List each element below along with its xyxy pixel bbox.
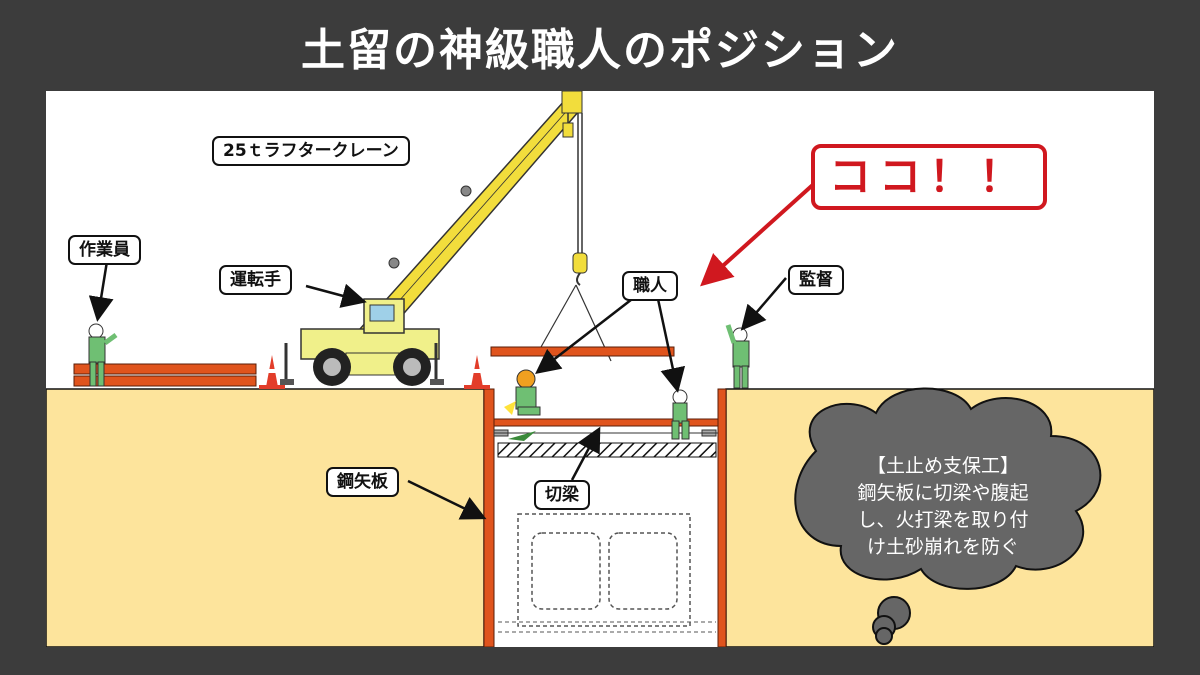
supervisor-figure: [725, 324, 750, 389]
excavation-pit: [494, 389, 718, 647]
suspended-beam: [490, 284, 675, 362]
strut-beam: [493, 418, 719, 441]
callout-here: ココ！！: [811, 144, 1047, 210]
ground-left: [46, 388, 485, 647]
operator-label: 運転手: [219, 265, 292, 295]
note-line-3: し、火打梁を取り付: [857, 509, 1029, 531]
sheet-pile-left: [483, 388, 495, 647]
supervisor-label: 監督: [788, 265, 844, 295]
note-line-4: け土砂崩れを防ぐ: [866, 536, 1019, 558]
crane-label: 25ｔラフタークレーン: [212, 136, 410, 166]
worker-left-figure: [88, 323, 118, 387]
sheet-pile-label: 鋼矢板: [326, 467, 399, 497]
sheet-pile-right: [717, 388, 727, 647]
craftsman-welding-figure: [504, 369, 541, 416]
crane-body: [280, 298, 444, 386]
note-line-2: 鋼矢板に切梁や腹起: [857, 482, 1029, 504]
strut-label: 切梁: [534, 480, 590, 510]
craftsman-right-figure: [671, 389, 690, 440]
worker-label: 作業員: [68, 235, 141, 265]
steel-stock: [73, 363, 257, 387]
traffic-cone-1: [259, 355, 285, 389]
page-title: 土留の神級職人のポジション: [301, 25, 899, 76]
note-cloud: [794, 387, 1102, 645]
note-line-1: 【土止め支保工】: [866, 455, 1019, 477]
craftsman-label: 職人: [622, 271, 678, 301]
traffic-cone-2: [464, 355, 490, 389]
arrows: [88, 171, 828, 520]
diagram-scene: 25ｔラフタークレーン 作業員 運転手 職人 監督 鋼矢板 切梁 ココ！！ 【土…: [46, 91, 1154, 647]
diagram-drawing: [46, 91, 1154, 647]
note-text: 【土止め支保工】 鋼矢板に切梁や腹起 し、火打梁を取り付 け土砂崩れを防ぐ: [818, 453, 1068, 561]
